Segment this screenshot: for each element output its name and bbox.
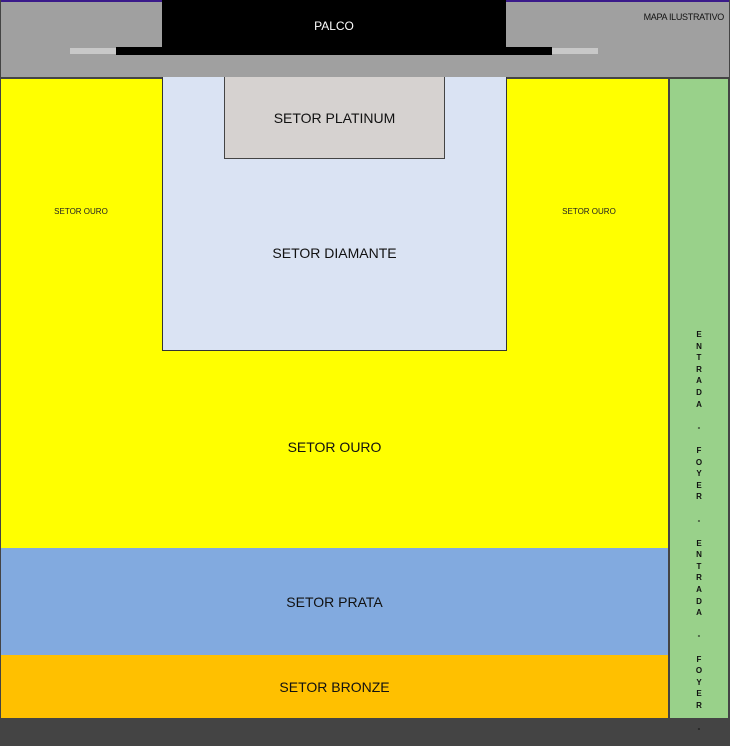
sector-platinum[interactable]: SETOR PLATINUM [224, 77, 445, 159]
entrance-foyer [670, 79, 728, 718]
stage-extension-left [70, 48, 116, 54]
stage: PALCO [162, 0, 506, 55]
sector-diamante-label: SETOR DIAMANTE [272, 245, 397, 261]
sector-ouro-label: SETOR OURO [287, 439, 382, 455]
sector-bronze-label: SETOR BRONZE [279, 678, 390, 695]
sector-prata[interactable]: SETOR PRATA [1, 548, 668, 655]
sector-prata-label: SETOR PRATA [286, 593, 383, 610]
sector-ouro-right-label: SETOR OURO [562, 207, 616, 216]
sector-ouro-left-label: SETOR OURO [54, 207, 108, 216]
stage-label: PALCO [314, 18, 354, 33]
stage-extension-right [552, 48, 598, 54]
sector-platinum-label: SETOR PLATINUM [273, 109, 396, 126]
map-note: MAPA ILUSTRATIVO [643, 12, 725, 22]
sector-bronze[interactable]: SETOR BRONZE [1, 655, 668, 718]
